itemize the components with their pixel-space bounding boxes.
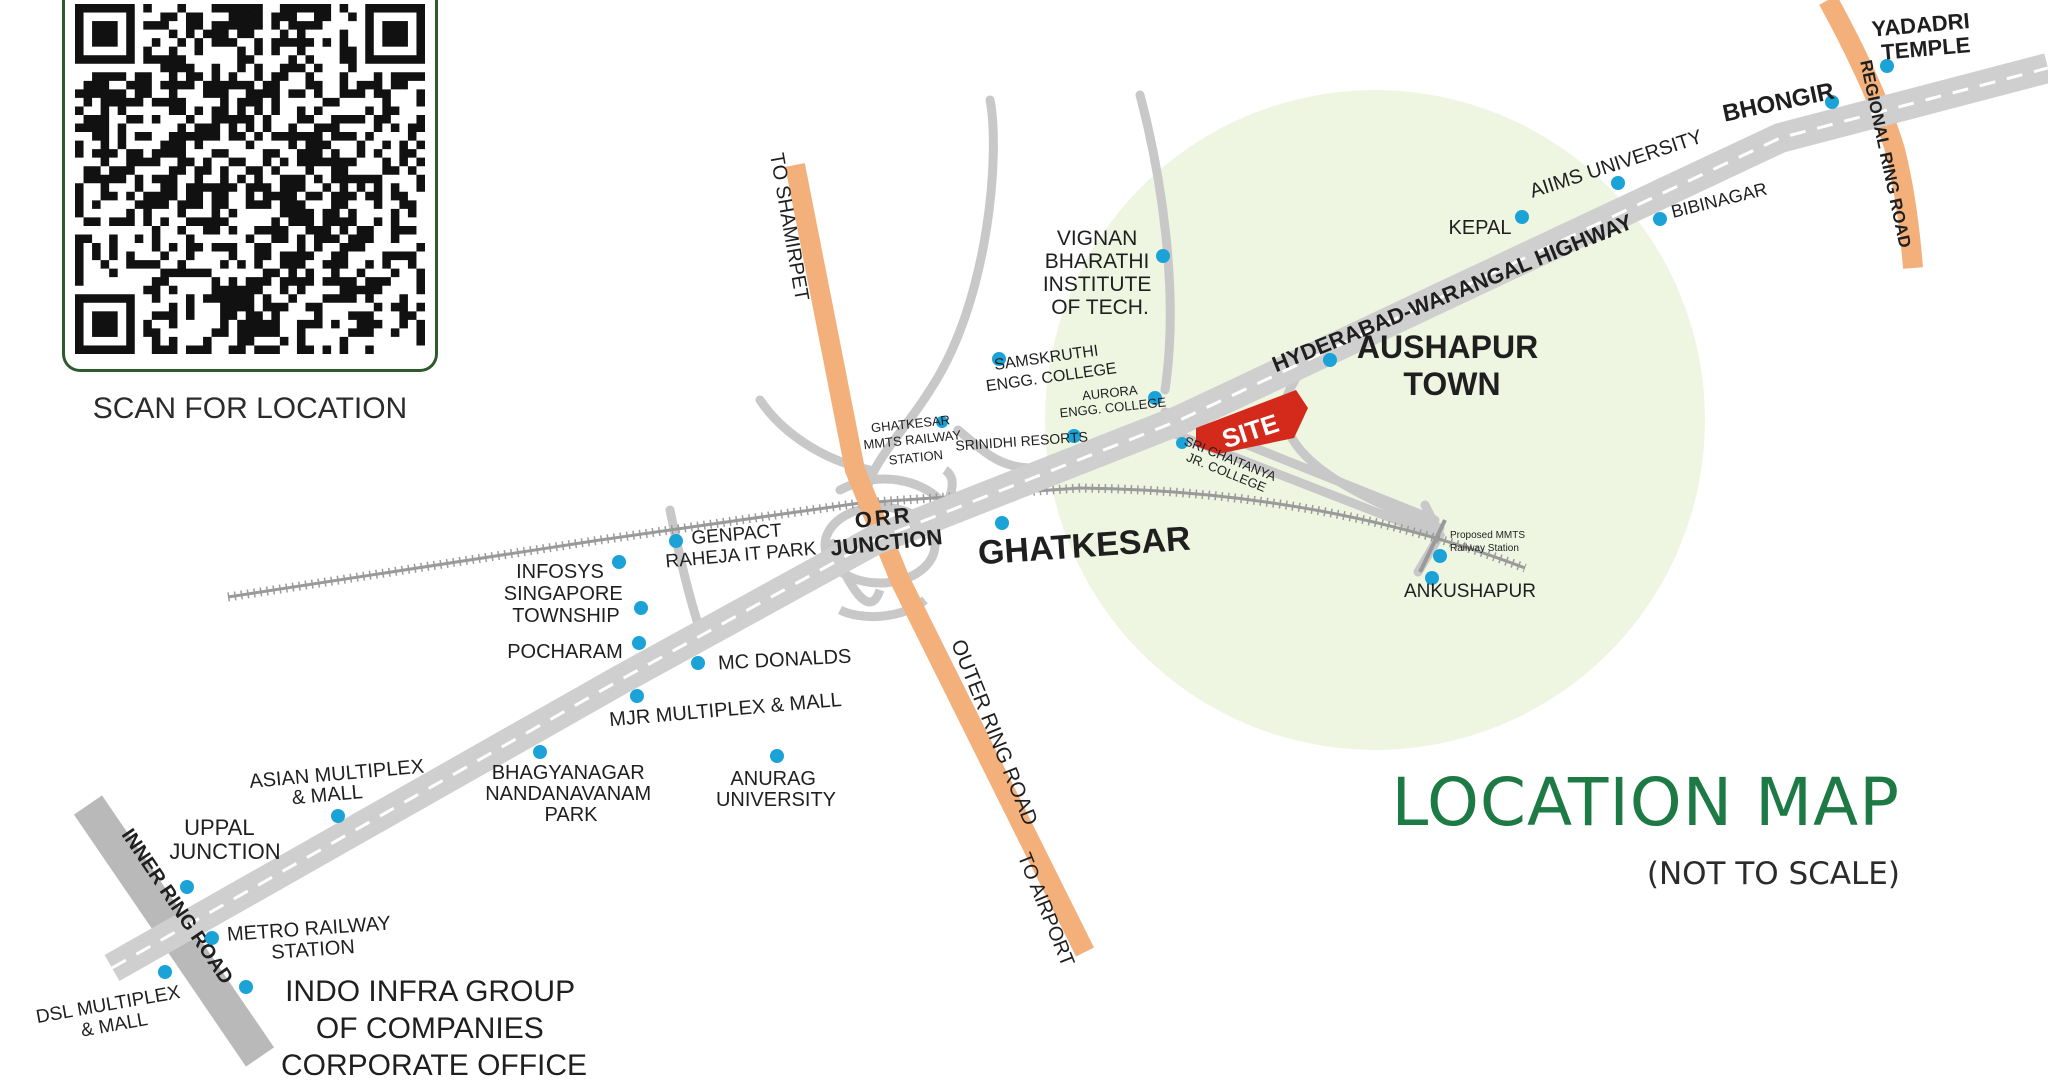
- place-markers: [158, 59, 1894, 994]
- marker-singapore: [634, 601, 648, 615]
- marker-asian: [331, 809, 345, 823]
- marker-proposed-mmts: [1433, 549, 1447, 563]
- marker-genpact: [669, 534, 683, 548]
- qr-caption: SCAN FOR LOCATION: [92, 392, 408, 425]
- marker-metro: [205, 931, 219, 945]
- label-vignan: VIGNAN BHARATHI INSTITUTE OF TECH.: [1043, 227, 1157, 319]
- qr-finder-pattern: [75, 4, 135, 64]
- label-anurag: ANURAG UNIVERSITY: [716, 768, 836, 811]
- marker-vignan: [1156, 249, 1170, 263]
- label-yadadri-temple: YADADRI TEMPLE: [1871, 8, 1979, 66]
- qr-finder-pattern: [75, 294, 135, 354]
- mmts-spur: [1418, 519, 1447, 573]
- marker-ankushapur: [1425, 571, 1439, 585]
- qr-code-box: [62, 0, 438, 372]
- marker-ghatkesar-mmts: [936, 416, 948, 428]
- marker-kepal: [1515, 210, 1529, 224]
- label-ghatkesar-mmts: GHATKESAR MMTS RAILWAY STATION: [861, 411, 967, 470]
- label-proposed-mmts: Proposed MMTS Railway Station: [1450, 530, 1528, 554]
- marker-pocharam: [632, 636, 646, 650]
- map-subtitle: (NOT TO SCALE): [1646, 856, 1900, 892]
- qr-modules: [75, 4, 425, 354]
- outer-ring-road-label: OUTER RING ROAD: [946, 636, 1042, 829]
- railway-line: [227, 483, 1527, 602]
- marker-ghatkesar: [995, 516, 1009, 530]
- label-ankushapur: ANKUSHAPUR: [1404, 581, 1536, 602]
- marker-bhongir: [1825, 95, 1839, 109]
- marker-yadadri-temple: [1880, 59, 1894, 73]
- label-metro: METRO RAILWAY STATION: [226, 912, 398, 967]
- label-kepal: KEPAL: [1449, 217, 1512, 239]
- marker-sri-chaitanya: [1176, 437, 1188, 449]
- label-mcdonalds: MC DONALDS: [718, 646, 852, 675]
- label-uppal: UPPAL JUNCTION: [169, 815, 280, 864]
- label-aushapur: AUSHAPUR TOWN: [1357, 329, 1547, 402]
- marker-srinidhi: [1067, 429, 1081, 443]
- marker-samskruthi: [992, 352, 1006, 366]
- label-singapore: SINGAPORE TOWNSHIP: [504, 583, 628, 627]
- site-plot: SITE: [1196, 390, 1308, 454]
- map-title: LOCATION MAP: [1391, 764, 1900, 841]
- label-pocharam: POCHARAM: [507, 641, 623, 663]
- marker-infosys: [612, 555, 626, 569]
- marker-aushapur: [1323, 353, 1337, 367]
- label-dsl: DSL MULTIPLEX & MALL: [35, 981, 191, 1049]
- marker-indo-infra: [239, 980, 253, 994]
- marker-uppal: [180, 880, 194, 894]
- label-indo-infra: INDO INFRA GROUP OF COMPANIES CORPORATE …: [281, 975, 587, 1082]
- label-bhagyanagar: BHAGYANAGAR NANDANAVANAM PARK: [485, 762, 657, 826]
- hyderabad-warangal-highway: [104, 53, 2048, 982]
- marker-dsl: [158, 965, 172, 979]
- marker-bhagyanagar: [533, 745, 547, 759]
- marker-mjr: [630, 689, 644, 703]
- marker-aiims-university: [1611, 176, 1625, 190]
- regional-ring-road: [1819, 0, 1923, 269]
- marker-bibinagar: [1653, 212, 1667, 226]
- marker-mcdonalds: [691, 656, 705, 670]
- qr-code: [75, 4, 425, 354]
- label-infosys: INFOSYS: [516, 561, 604, 583]
- marker-anurag: [770, 749, 784, 763]
- label-genpact: GENPACT RAHEJA IT PARK: [663, 517, 818, 572]
- qr-finder-pattern: [365, 4, 425, 64]
- map-title-block: LOCATION MAP (NOT TO SCALE): [1300, 764, 1900, 893]
- marker-aurora: [1148, 391, 1162, 405]
